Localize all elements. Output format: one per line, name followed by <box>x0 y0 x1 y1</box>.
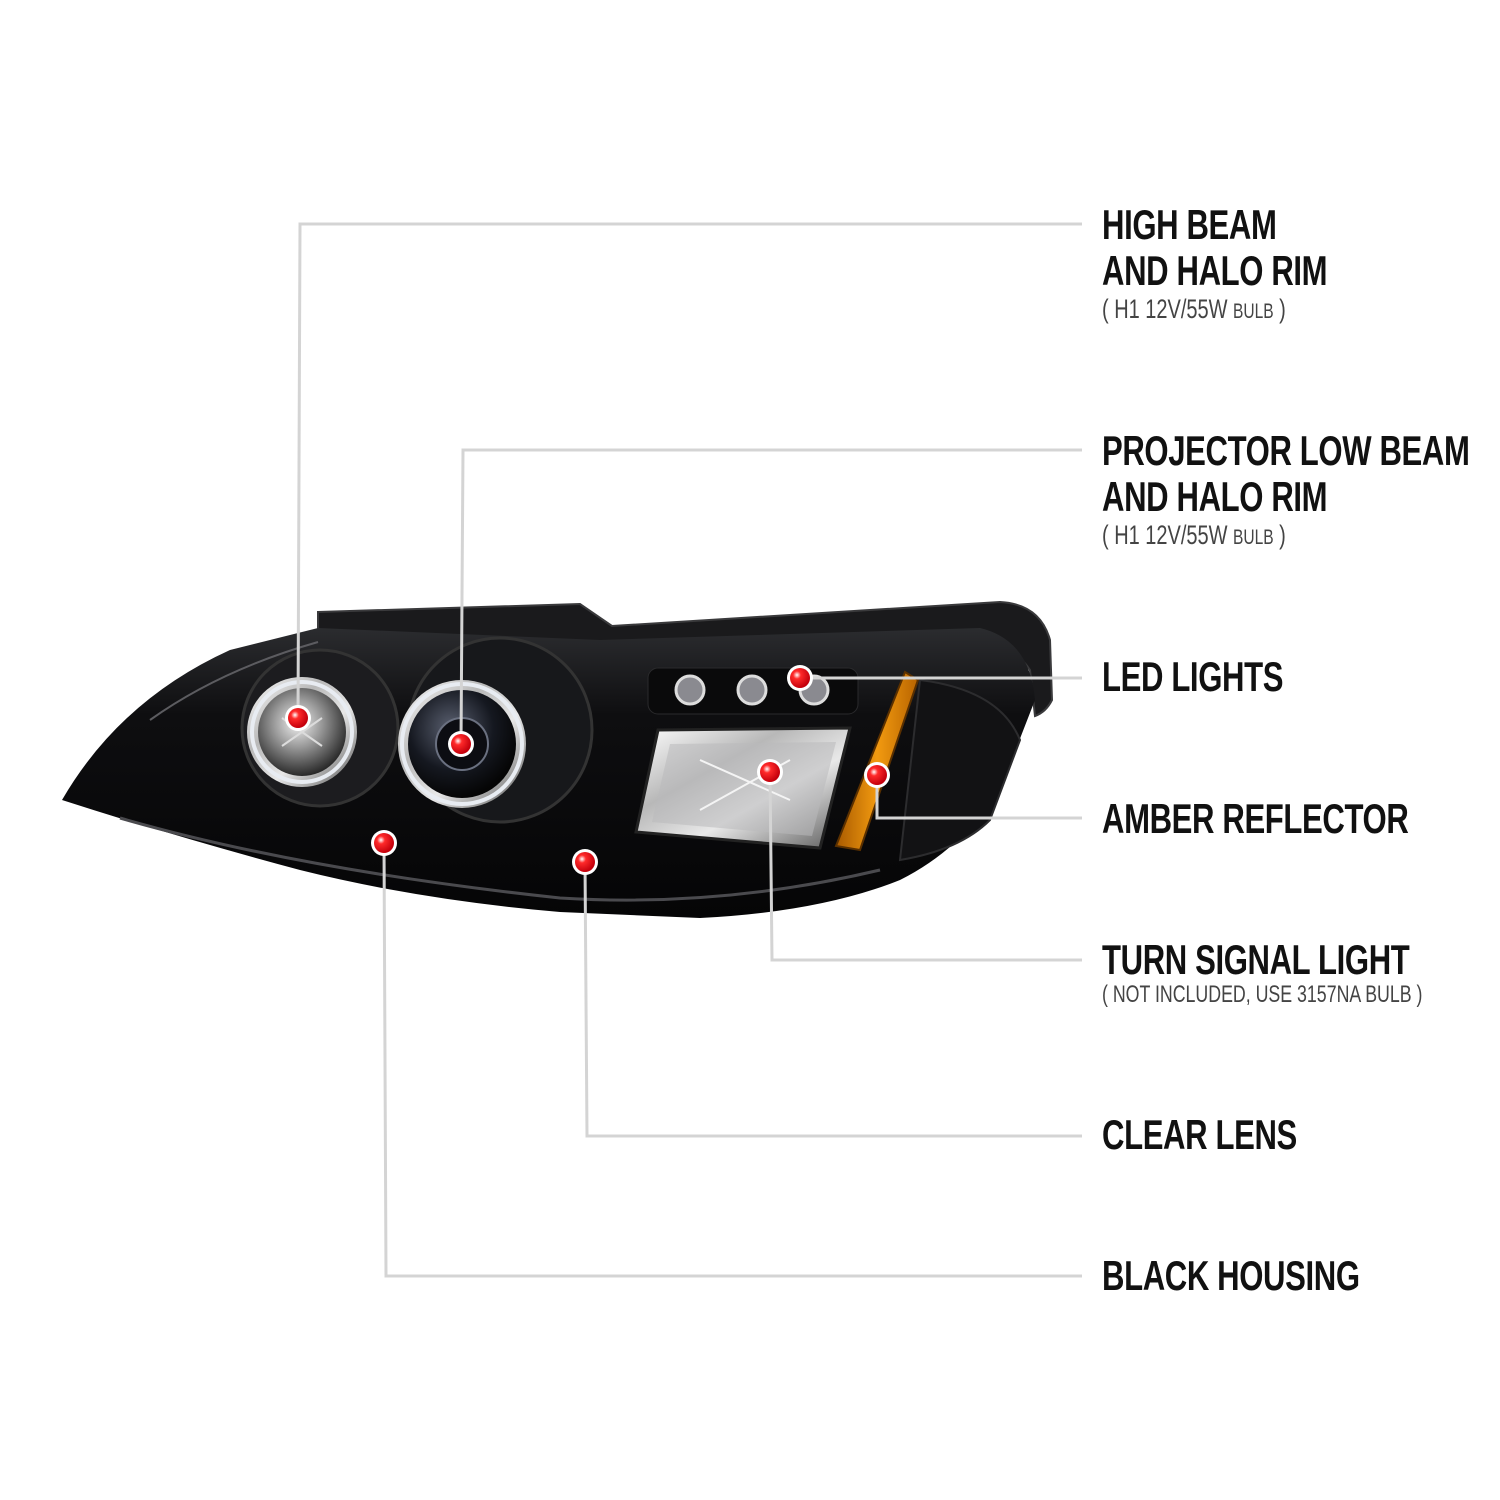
high-beam-unit <box>240 648 400 808</box>
callout-title-line: TURN SIGNAL LIGHT <box>1102 936 1410 983</box>
callout-title-line: LED LIGHTS <box>1102 653 1284 700</box>
callout-title-line: CLEAR LENS <box>1102 1111 1297 1158</box>
note-text: ( H1 12V/55W <box>1102 294 1234 324</box>
marker-clear-lens <box>572 849 598 875</box>
marker-turn-signal <box>757 759 783 785</box>
note-text: ) <box>1273 520 1286 550</box>
callout-title-line: BLACK HOUSING <box>1102 1252 1360 1299</box>
callout-high-beam: HIGH BEAM AND HALO RIM ( H1 12V/55W BULB… <box>1102 201 1328 327</box>
callout-black-housing: BLACK HOUSING <box>1102 1253 1360 1299</box>
top-edge-highlight <box>149 641 319 721</box>
lower-edge-highlight <box>119 816 881 902</box>
callout-title-line: PROJECTOR LOW BEAM <box>1102 427 1470 474</box>
callout-title-line: AND HALO RIM <box>1102 247 1328 294</box>
turn-signal-unit <box>634 726 852 850</box>
leader-line-clear-lens <box>583 861 1082 1138</box>
marker-dots <box>285 665 890 875</box>
leader-line-amber-reflector <box>875 775 1082 820</box>
callout-title-line: HIGH BEAM <box>1102 201 1277 248</box>
callout-note: ( H1 12V/55W BULB ) <box>1102 294 1327 327</box>
note-text: ) <box>1273 294 1286 324</box>
callout-title-line: AND HALO RIM <box>1102 473 1328 520</box>
leader-line-turn-signal <box>768 771 1082 962</box>
leader-line-high-beam <box>296 222 1082 719</box>
note-small-text: BULB <box>1233 526 1274 549</box>
callout-note: ( H1 12V/55W BULB ) <box>1102 520 1469 553</box>
callout-turn-signal: TURN SIGNAL LIGHT ( NOT INCLUDED, USE 31… <box>1102 937 1422 1007</box>
callout-note: ( NOT INCLUDED, USE 3157NA BULB ) <box>1102 983 1422 1007</box>
note-text: ( H1 12V/55W <box>1102 520 1234 550</box>
callout-projector-low-beam: PROJECTOR LOW BEAM AND HALO RIM ( H1 12V… <box>1102 427 1470 553</box>
leader-line-projector <box>459 448 1082 745</box>
callout-led-lights: LED LIGHTS <box>1102 654 1283 700</box>
leader-lines <box>296 222 1082 1278</box>
callout-clear-lens: CLEAR LENS <box>1102 1112 1297 1158</box>
callout-title-line: AMBER REFLECTOR <box>1102 795 1409 842</box>
side-return <box>898 678 1022 862</box>
callout-amber-reflector: AMBER REFLECTOR <box>1102 795 1409 842</box>
note-small-text: BULB <box>1233 300 1274 323</box>
headlight-assembly <box>62 600 1054 918</box>
note-text: ( NOT INCLUDED, USE 3157NA BULB ) <box>1102 981 1423 1008</box>
marker-led-lights <box>787 665 813 691</box>
marker-amber-reflector <box>864 762 890 788</box>
marker-black-housing <box>371 830 397 856</box>
marker-high-beam <box>285 705 311 731</box>
led-strip <box>647 667 859 715</box>
leader-line-black-housing <box>382 842 1082 1278</box>
marker-projector <box>448 731 474 757</box>
